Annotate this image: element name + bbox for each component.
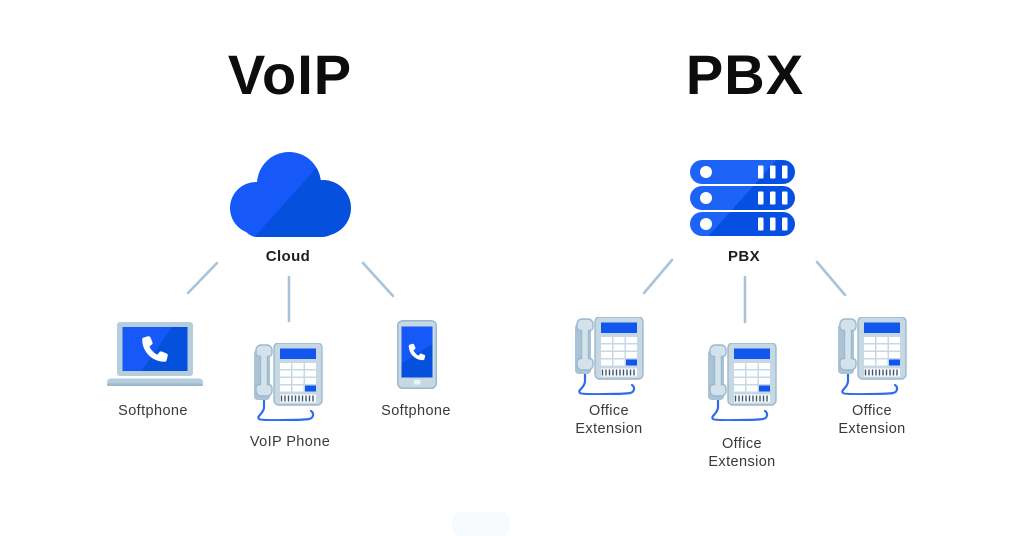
connector-cloud-laptop [186, 261, 219, 295]
connector-cloud-smartphone [361, 261, 395, 298]
desk-phone-icon [707, 342, 777, 422]
cloud-label: Cloud [265, 248, 311, 265]
phone-handset-glyph [142, 336, 168, 362]
desk-phone-icon [837, 316, 907, 396]
cloud-icon [227, 151, 353, 239]
voip-phone-label: VoIP Phone [249, 434, 331, 450]
voip-title: VoIP [227, 43, 353, 106]
office-extension-label-2: Office Extension [708, 436, 776, 470]
connector-pbx-ext3 [815, 260, 847, 297]
office-extension-label-3: Office Extension [838, 403, 906, 437]
server-icon [690, 160, 795, 236]
office-extension-label-1: Office Extension [575, 403, 643, 437]
desk-phone-icon [253, 342, 323, 422]
connector-pbx-ext1 [642, 258, 674, 295]
watermark [452, 512, 510, 536]
laptop-icon [107, 322, 203, 388]
pbx-title: PBX [685, 43, 805, 106]
softphone-laptop-label: Softphone [118, 403, 188, 419]
phone-handset-glyph [408, 343, 426, 361]
desk-phone-icon [574, 316, 644, 396]
softphone-mobile-label: Softphone [381, 403, 451, 419]
smartphone-icon [397, 320, 437, 389]
pbx-hub-label: PBX [727, 248, 761, 265]
